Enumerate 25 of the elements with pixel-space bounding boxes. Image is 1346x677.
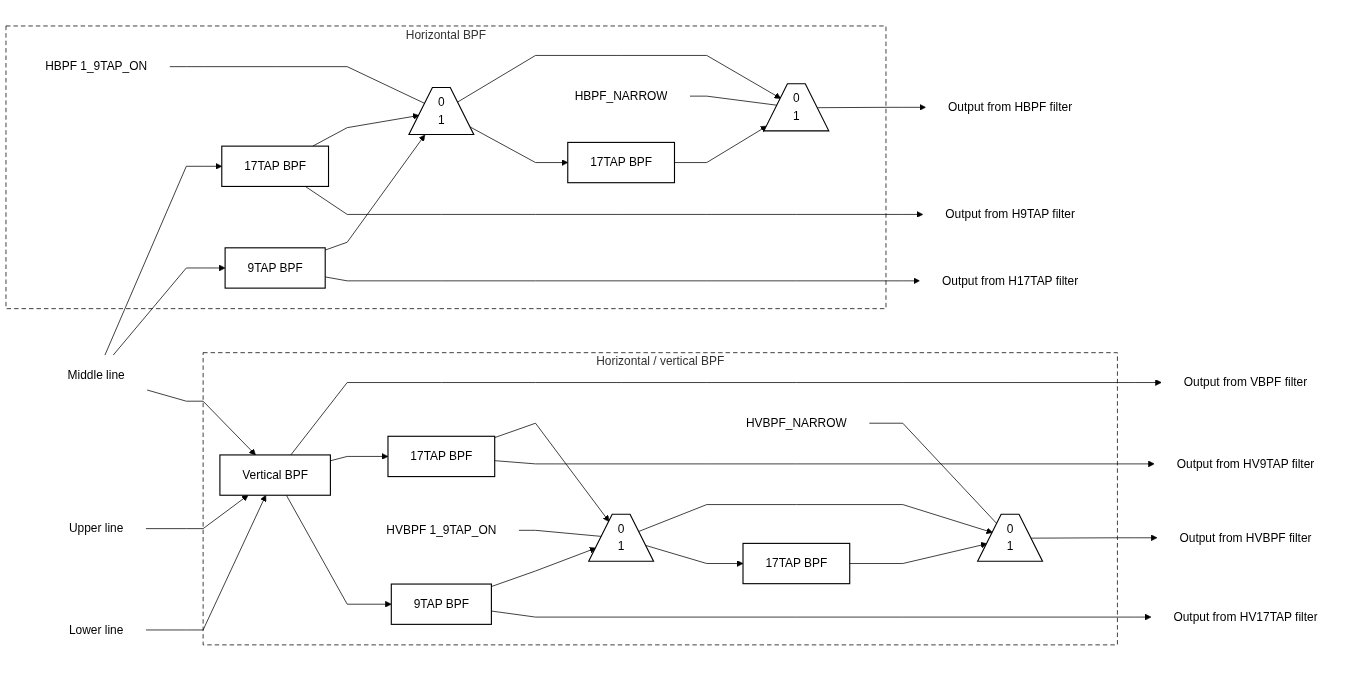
connector: [518, 530, 603, 538]
connector: [689, 96, 778, 107]
node-text: Output from H9TAP filter: [945, 208, 1075, 221]
node-box: 9TAP BPF: [224, 247, 326, 290]
node-box: 17TAP BPF: [742, 543, 851, 585]
node-text: Output from HV17TAP filter: [1173, 610, 1318, 624]
node-text: Lower line: [68, 623, 124, 637]
node-text: Output from HVBPF filter: [1179, 531, 1312, 545]
node-text: HVBPF 1_9TAP_ON: [386, 524, 497, 537]
node-text: Middle line: [67, 369, 125, 382]
node-text: Output from H17TAP filter: [941, 274, 1079, 288]
node-text: Output from HBPF filter: [948, 101, 1073, 114]
connector: [169, 66, 426, 105]
node-text: Output from VBPF filter: [1183, 376, 1308, 389]
node-box: 17TAP BPF: [567, 142, 676, 184]
node-text: HBPF 1_9TAP_ON: [45, 60, 148, 74]
node-text: Upper line: [68, 522, 124, 536]
node-text: HVBPF_NARROW: [745, 416, 847, 430]
node-box: Vertical BPF: [219, 454, 331, 497]
connector: [868, 423, 998, 525]
node-box: 9TAP BPF: [390, 583, 492, 626]
node-text: HBPF_NARROW: [574, 89, 668, 103]
node-box: 17TAP BPF: [221, 146, 330, 188]
node-box: 17TAP BPF: [387, 436, 496, 478]
node-text: Output from HV9TAP filter: [1176, 457, 1315, 471]
